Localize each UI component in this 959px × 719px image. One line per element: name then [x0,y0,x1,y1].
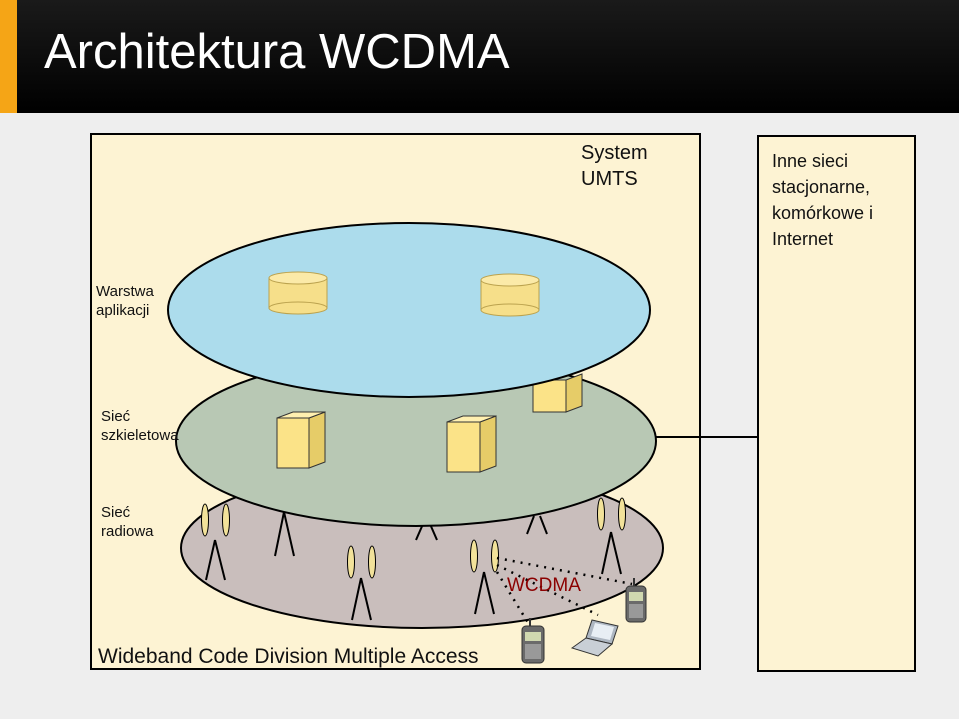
server-icon [532,373,583,413]
footer-caption: Wideband Code Division Multiple Access [98,645,479,668]
antenna-icon [526,515,548,535]
page-title: Architektura WCDMA [44,25,510,79]
antenna-icon [347,545,376,621]
mobile-phone-icon [625,578,647,623]
application-layer-label: Warstwa aplikacji [96,283,154,319]
other-networks-label: Inne sieci stacjonarne, komórkowe i Inte… [772,151,874,249]
radio-links [495,556,633,627]
antenna-icon [597,497,626,575]
radio-network-label: Sieć radiowa [101,504,154,540]
laptop-icon [570,619,619,657]
server-icon [276,411,326,469]
database-icon [268,271,328,315]
title-accent [0,0,17,113]
title-bar [0,0,959,113]
umts-system-label: System UMTS [581,142,648,190]
antenna-icon [470,539,499,615]
mobile-phone-icon [521,618,545,664]
antenna-icon [201,503,230,581]
antenna-icon [274,511,295,557]
other-networks-box [757,135,916,672]
application-layer [167,222,651,398]
core-network-label: Sieć szkieletowa [101,408,179,444]
database-icon [480,273,540,317]
wcdma-link-label: WCDMA [507,575,581,596]
server-icon [446,415,497,473]
